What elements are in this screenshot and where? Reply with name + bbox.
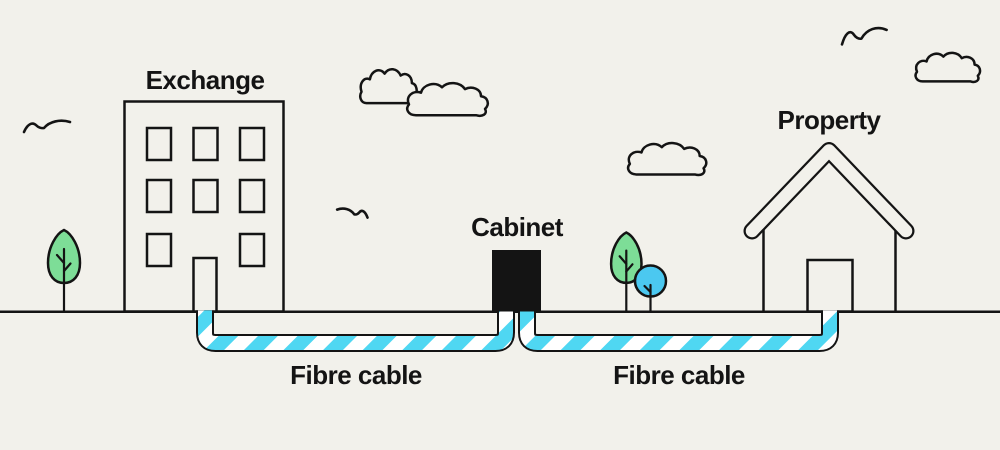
cloud-icon bbox=[628, 143, 706, 175]
cabinet-box bbox=[492, 250, 541, 312]
exchange-door bbox=[192, 256, 218, 313]
exchange-building bbox=[123, 100, 285, 313]
fibre-cable-label-right: Fibre cable bbox=[613, 360, 745, 390]
tree-icon bbox=[46, 228, 82, 313]
exchange-label: Exchange bbox=[145, 65, 265, 95]
fibre-cable-right bbox=[518, 310, 839, 352]
exchange-windows bbox=[145, 126, 266, 268]
fibre-cable-label-left: Fibre cable bbox=[290, 360, 422, 390]
bird-icon bbox=[24, 121, 70, 132]
cabinet-label: Cabinet bbox=[471, 212, 563, 242]
bird-icon bbox=[842, 28, 887, 44]
house-roof bbox=[743, 142, 915, 240]
house-door bbox=[806, 258, 854, 313]
cloud-icon bbox=[916, 53, 980, 82]
bird-icon bbox=[337, 209, 367, 218]
tree-round-icon bbox=[633, 264, 668, 313]
fibre-cable-left bbox=[196, 310, 515, 352]
property-label: Property bbox=[777, 105, 881, 135]
cloud-icon bbox=[407, 83, 488, 116]
tree-icon bbox=[611, 233, 641, 312]
property-house bbox=[743, 142, 915, 313]
